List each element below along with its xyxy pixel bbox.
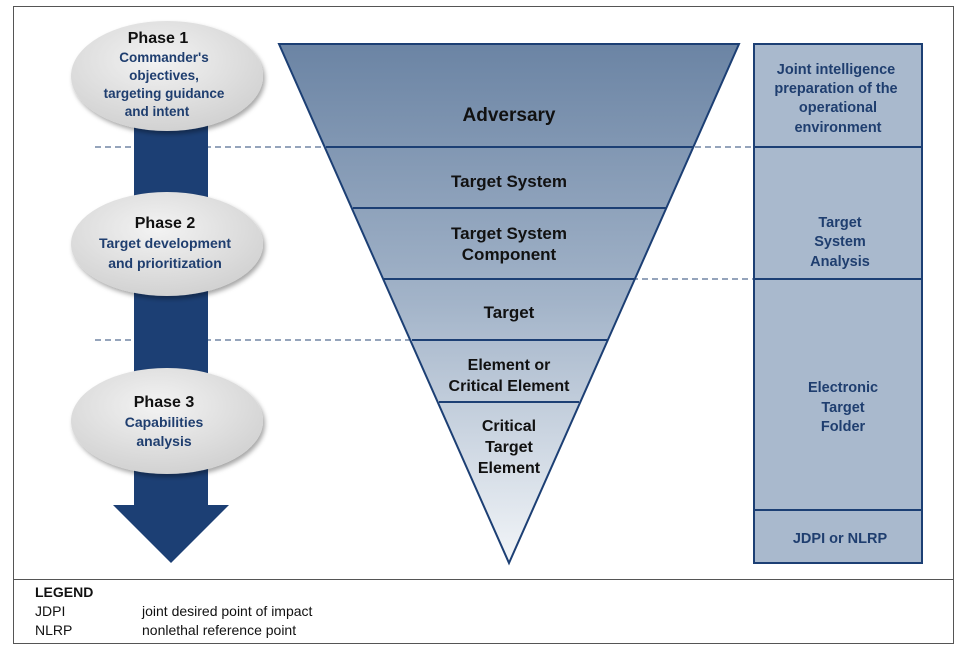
phase-1-line: objectives, [129,68,199,83]
legend-abbr: NLRP [35,622,73,638]
side-box-jipoe: operational [799,100,877,116]
funnel-level-element: Element or [468,357,551,374]
legend-definition: nonlethal reference point [142,622,297,638]
funnel-level-critical-target-element: Critical [482,418,536,435]
phase-3-line: analysis [136,433,191,449]
phase-2-line: Target development [99,235,231,251]
funnel-level-target-system: Target System [451,172,567,191]
target-funnel [277,43,741,566]
legend-title: LEGEND [35,584,94,600]
side-box-electronic-target-folder: Folder [821,419,866,435]
phase-3-title: Phase 3 [134,394,195,411]
phase-1-line: and intent [125,104,190,119]
phase-1-line: Commander's [119,50,208,65]
side-box-jipoe: preparation of the [774,81,897,97]
phase-2-title: Phase 2 [135,215,196,232]
phase-1-title: Phase 1 [128,30,189,47]
funnel-level-adversary: Adversary [463,105,556,126]
legend: LEGEND JDPI joint desired point of impac… [13,580,954,644]
side-box-target-system-analysis: System [814,234,866,250]
diagram-frame [13,6,954,580]
phase-3-line: Capabilities [125,414,204,430]
phase-2-line: and prioritization [108,255,222,271]
phase-1-ellipse: Phase 1 Commander's objectives, targetin… [71,21,263,131]
funnel-level-target-system-component: Target System [451,224,567,243]
side-box-electronic-target-folder: Target [821,400,864,416]
process-arrow [113,80,229,563]
phase-1-line: targeting guidance [104,86,225,101]
side-box-jipoe: Joint intelligence [777,62,895,78]
funnel-level-target-system-component: Component [462,245,557,264]
side-box-electronic-target-folder: Electronic [808,380,878,396]
side-box-jdpi-nlrp: JDPI or NLRP [793,531,888,547]
funnel-level-element: Critical Element [449,378,571,395]
side-column [753,43,923,564]
phase-2-ellipse: Phase 2 Target development and prioritiz… [71,192,263,296]
side-box-target-system-analysis: Target [818,215,861,231]
side-box-target-system-analysis: Analysis [810,254,870,270]
phase-3-ellipse: Phase 3 Capabilities analysis [71,368,263,474]
legend-abbr: JDPI [35,603,66,619]
funnel-level-target: Target [484,303,535,322]
funnel-level-critical-target-element: Element [478,460,541,477]
side-box-jipoe: environment [794,120,881,136]
legend-definition: joint desired point of impact [142,603,313,619]
funnel-level-critical-target-element: Target [485,439,533,456]
